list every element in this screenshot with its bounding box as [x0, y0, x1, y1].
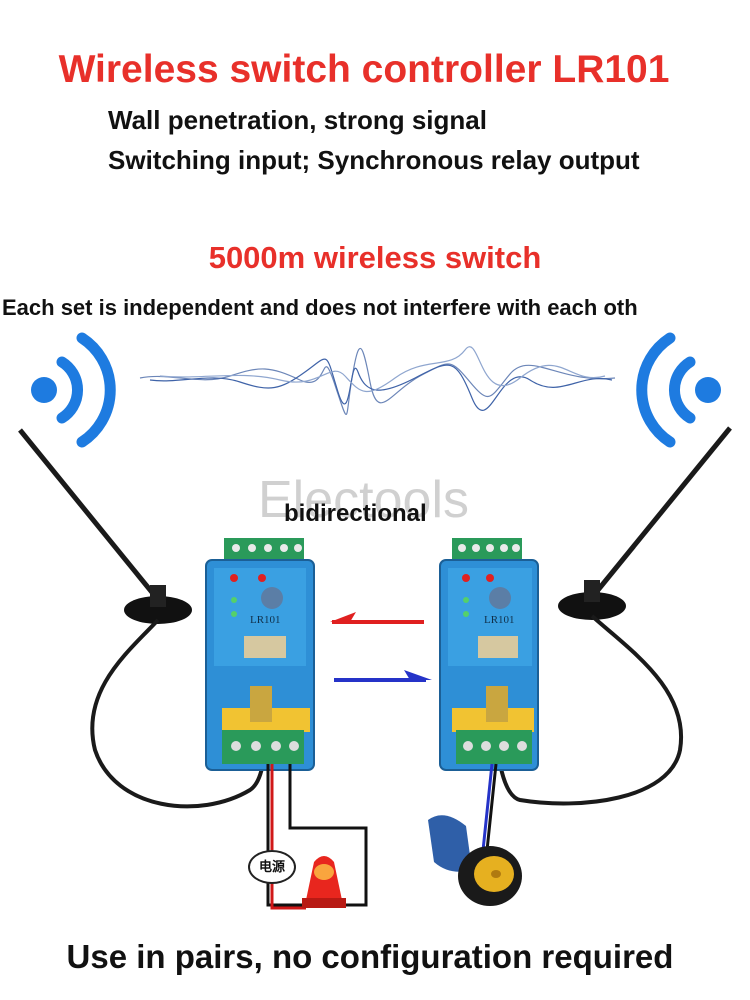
power-source-label: 电源: [248, 850, 296, 884]
subtitle-line-1: Wall penetration, strong signal: [108, 105, 487, 135]
range-headline: 5000m wireless switch: [208, 240, 542, 275]
right-controller: [439, 538, 539, 771]
footer-tagline: Use in pairs, no configuration required: [66, 938, 674, 975]
right-antenna: [493, 426, 732, 806]
signal-icon-right: [636, 332, 721, 448]
wave-signal: [139, 346, 616, 416]
left-device-model: LR101: [250, 614, 281, 626]
warning-light-icon: [302, 856, 346, 908]
subtitle-line-2: Switching input; Synchronous relay outpu…: [108, 145, 640, 175]
float-switch-icon: [428, 815, 522, 906]
bidirectional-label: bidirectional: [284, 500, 427, 527]
left-controller: [205, 538, 315, 771]
signal-icon-left: [31, 332, 116, 448]
independence-note: Each set is independent and does not int…: [2, 295, 638, 320]
arrow-left-to-right: [334, 670, 432, 682]
arrow-right-to-left: [330, 612, 424, 624]
right-wiring: [480, 763, 498, 861]
page-title: Wireless switch controller LR101: [58, 48, 670, 91]
right-device-model: LR101: [484, 614, 515, 626]
watermark: Electools: [258, 471, 469, 529]
